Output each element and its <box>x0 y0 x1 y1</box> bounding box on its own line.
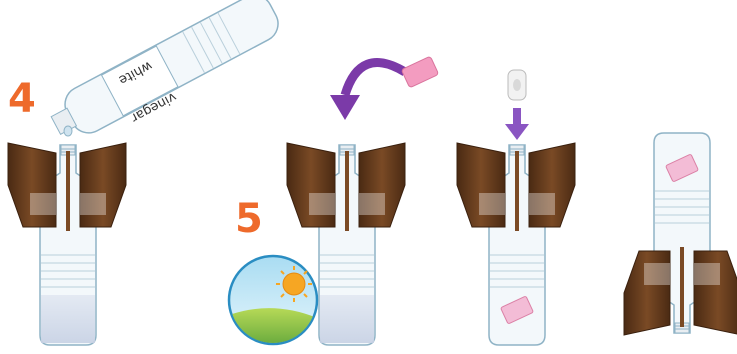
rocket-launch <box>624 133 737 335</box>
vinegar-drop <box>64 126 72 136</box>
step-5-number: 5 <box>235 196 263 242</box>
paper-packet-icon <box>401 56 438 88</box>
cork-icon <box>508 70 526 100</box>
rocket-step-4 <box>8 143 126 345</box>
rocket-step-5b <box>457 143 575 345</box>
step-4-number: 4 <box>8 76 36 122</box>
sun-scene <box>229 256 317 350</box>
vinegar-bottle-icon: white vinegar <box>45 0 291 158</box>
down-arrow-icon <box>505 108 529 140</box>
curved-arrow-icon <box>330 63 405 120</box>
